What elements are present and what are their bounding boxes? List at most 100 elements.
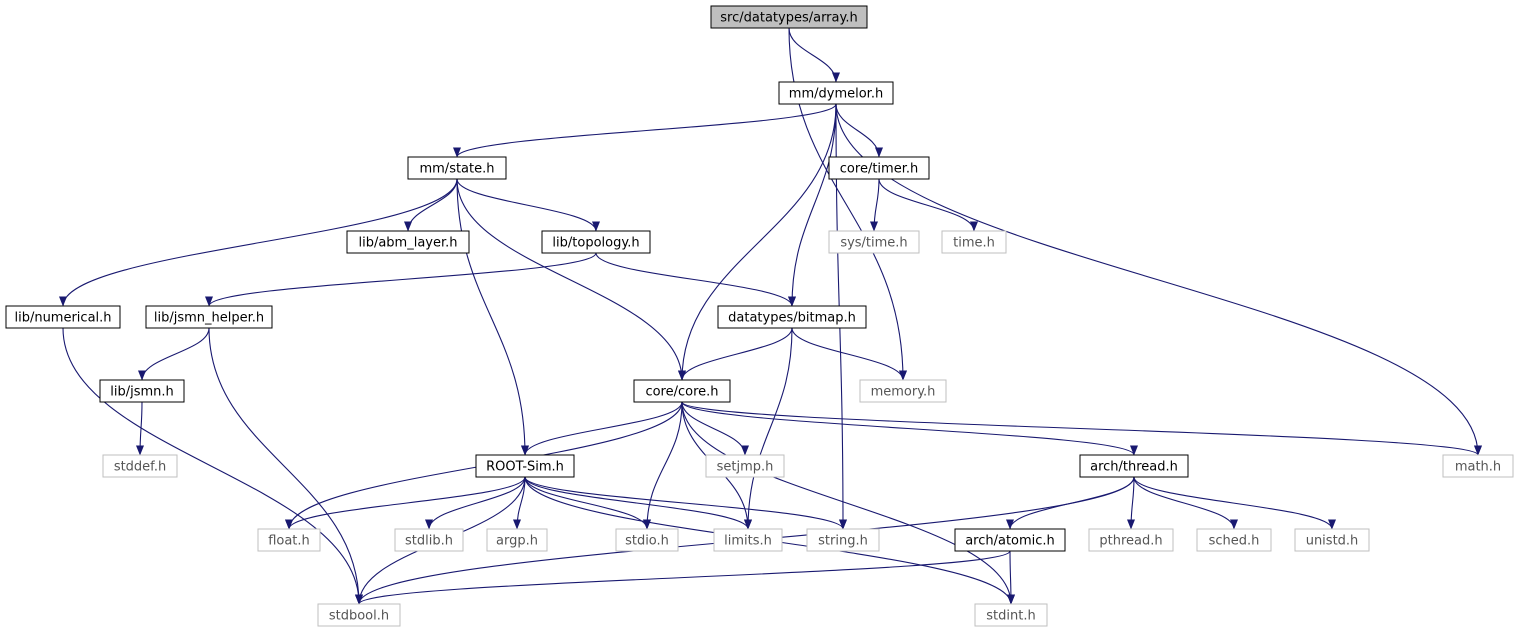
edge-rootsim-to-string <box>524 476 847 530</box>
node-stdio: stdio.h <box>615 528 679 552</box>
edge-core-to-rootsim <box>521 401 683 456</box>
node-stdbool: stdbool.h <box>317 603 401 627</box>
node-box-bitmap <box>717 305 867 329</box>
node-label-pthread: pthread.h <box>1099 534 1162 549</box>
node-label-argp: argp.h <box>496 534 538 549</box>
node-label-stdio: stdio.h <box>625 534 669 549</box>
node-box-stdint <box>974 603 1048 627</box>
node-box-stdio <box>615 528 679 552</box>
node-label-thread: arch/thread.h <box>1090 460 1178 475</box>
node-sched: sched.h <box>1196 528 1272 552</box>
node-jsmnhelper[interactable]: lib/jsmn_helper.h <box>145 305 273 329</box>
edge-array-to-dymelor <box>788 27 840 83</box>
edge-bitmap-to-core <box>678 327 793 381</box>
edge-dymelor-to-state <box>453 103 837 158</box>
node-box-thread <box>1079 454 1189 478</box>
edge-topology-to-bitmap <box>595 252 796 307</box>
edge-atomic-to-stdbool <box>355 550 1011 605</box>
node-box-argp <box>486 528 548 552</box>
edge-layer <box>59 27 1482 605</box>
node-memory: memory.h <box>859 379 947 403</box>
node-box-rootsim <box>475 454 575 478</box>
edge-bitmap-to-limits <box>744 327 793 530</box>
node-label-float: float.h <box>268 534 310 549</box>
node-atomic[interactable]: arch/atomic.h <box>954 528 1066 552</box>
edge-jsmnhelper-to-jsmn <box>138 327 210 381</box>
node-label-limits: limits.h <box>724 534 772 549</box>
node-jsmn[interactable]: lib/jsmn.h <box>99 379 185 403</box>
node-box-core <box>633 379 731 403</box>
node-box-abm <box>346 230 470 254</box>
node-label-systime: sys/time.h <box>840 236 907 251</box>
node-label-jsmn: lib/jsmn.h <box>110 385 174 400</box>
edge-thread-to-sched <box>1133 476 1238 530</box>
edge-dymelor-to-core <box>678 103 837 381</box>
node-box-string <box>806 528 880 552</box>
node-box-memory <box>859 379 947 403</box>
node-box-pthread <box>1088 528 1174 552</box>
node-box-setjmp <box>705 454 785 478</box>
node-bitmap[interactable]: datatypes/bitmap.h <box>717 305 867 329</box>
node-time: time.h <box>941 230 1007 254</box>
node-label-time: time.h <box>953 236 995 251</box>
node-box-numerical <box>5 305 121 329</box>
node-box-jsmn <box>99 379 185 403</box>
node-math: math.h <box>1442 454 1514 478</box>
node-box-topology <box>541 230 651 254</box>
node-box-stdbool <box>317 603 401 627</box>
node-box-dymelor <box>778 81 894 105</box>
node-stdint: stdint.h <box>974 603 1048 627</box>
node-label-string: string.h <box>818 534 868 549</box>
node-string: string.h <box>806 528 880 552</box>
node-box-state <box>407 156 507 180</box>
node-label-bitmap: datatypes/bitmap.h <box>728 311 856 326</box>
edge-core-to-math <box>681 401 1482 456</box>
node-topology[interactable]: lib/topology.h <box>541 230 651 254</box>
node-state[interactable]: mm/state.h <box>407 156 507 180</box>
edge-state-to-core <box>456 178 686 381</box>
node-pthread: pthread.h <box>1088 528 1174 552</box>
edge-core-to-stdio <box>643 401 683 530</box>
node-label-state: mm/state.h <box>419 162 494 177</box>
edge-jsmnhelper-to-stdbool <box>208 327 363 605</box>
node-dymelor[interactable]: mm/dymelor.h <box>778 81 894 105</box>
node-core[interactable]: core/core.h <box>633 379 731 403</box>
node-label-timer: core/timer.h <box>840 162 918 177</box>
node-label-core: core/core.h <box>645 385 718 400</box>
node-stddef: stddef.h <box>102 454 178 478</box>
node-label-atomic: arch/atomic.h <box>965 534 1055 549</box>
edge-core-to-thread <box>681 401 1138 456</box>
node-limits: limits.h <box>713 528 783 552</box>
node-box-sched <box>1196 528 1272 552</box>
node-label-unistd: unistd.h <box>1306 534 1359 549</box>
node-box-timer <box>828 156 930 180</box>
node-numerical[interactable]: lib/numerical.h <box>5 305 121 329</box>
edge-rootsim-to-float <box>285 476 526 530</box>
node-rootsim[interactable]: ROOT-Sim.h <box>475 454 575 478</box>
node-systime: sys/time.h <box>828 230 920 254</box>
node-label-abm: lib/abm_layer.h <box>358 236 457 251</box>
edge-core-to-setjmp <box>681 401 749 456</box>
node-box-unistd <box>1294 528 1370 552</box>
edge-rootsim-to-stdio <box>524 476 651 530</box>
edge-atomic-to-stdint <box>1006 550 1015 605</box>
node-abm[interactable]: lib/abm_layer.h <box>346 230 470 254</box>
node-label-stddef: stddef.h <box>114 460 166 475</box>
edge-jsmn-to-stddef <box>136 401 145 456</box>
node-label-array: src/datatypes/array.h <box>720 11 857 26</box>
node-unistd: unistd.h <box>1294 528 1370 552</box>
node-label-sched: sched.h <box>1209 534 1260 549</box>
node-box-time <box>941 230 1007 254</box>
node-box-limits <box>713 528 783 552</box>
node-array[interactable]: src/datatypes/array.h <box>710 5 868 29</box>
edge-rootsim-to-limits <box>524 476 752 530</box>
node-timer[interactable]: core/timer.h <box>828 156 930 180</box>
edge-rootsim-to-argp <box>513 476 526 530</box>
node-thread[interactable]: arch/thread.h <box>1079 454 1189 478</box>
edge-rootsim-to-stdlib <box>425 476 526 530</box>
edge-dymelor-to-bitmap <box>788 103 837 307</box>
node-label-math: math.h <box>1455 460 1501 475</box>
edge-dymelor-to-timer <box>835 103 883 158</box>
edge-state-to-numerical <box>59 178 458 307</box>
